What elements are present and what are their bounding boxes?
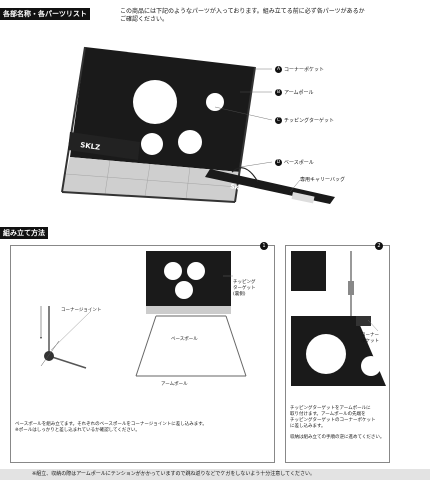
step1-label-c-line1: チッピング [233, 280, 256, 285]
step2-label: コーナー ポケット [361, 333, 379, 345]
step1-note-2: ※ポールはしっかりと差し込まれているか確認してください。 [15, 428, 140, 433]
step1-label-b: アームポール [161, 382, 188, 387]
brand-text: SKLZ [80, 141, 101, 152]
step2-label-line1: コーナー [361, 333, 379, 338]
label-a-text: コーナーポケット [284, 67, 325, 73]
step2-label-line2: ポケット [361, 339, 379, 344]
step-1-panel: 1 コーナージョイント チッピング ターゲット (裏側) ベースポール アームポ… [10, 242, 275, 463]
step2-note-4: に差し込みます。 [290, 424, 326, 429]
assembly-heading: 組み立て方法 [0, 227, 48, 239]
step1-note-1: ベースポールを組み立てます。それぞれのベースポールをコーナージョイントに差し込み… [15, 422, 207, 427]
step1-label-c: チッピング ターゲット (裏側) [233, 280, 256, 298]
step1-label-d: ベースポール [171, 337, 198, 342]
label-b-letter: B [275, 89, 282, 96]
carry-bag [205, 167, 335, 204]
step-2-panel: 2 コーナー ポケット チッピングターゲットをアームポールに 取り付けます。アー… [285, 242, 390, 463]
step2-note-2: 取り付けます。アームポールの先端を [290, 412, 366, 417]
label-b-text: アームポール [284, 90, 314, 96]
step-2-number: 2 [375, 242, 383, 250]
step1-label-c-line2: ターゲット [233, 286, 256, 291]
step2-note-5: 収納は組み立ての手順の逆に進めてください。 [290, 435, 385, 440]
step-1-number: 1 [260, 242, 268, 250]
parts-heading: 各部名称・各パーツリスト [0, 8, 90, 20]
step2-note-3: チッピングターゲットのコーナーポケット [290, 418, 376, 423]
chipping-net [61, 46, 256, 203]
label-d-letter: D [275, 159, 282, 166]
product-illustration: SKLZ SKLZ [61, 46, 335, 204]
step2-note-1: チッピングターゲットをアームポールに [290, 406, 371, 411]
label-bag: 専用キャリーバッグ [300, 177, 345, 183]
step1-label-c-line3: (裏側) [233, 292, 246, 297]
step1-note: ベースポールを組み立てます。それぞれのベースポールをコーナージョイントに差し込み… [15, 422, 273, 434]
step-1-diagram [39, 251, 247, 377]
parts-intro: この商品には下記のようなパーツが入っております。組み立てる前に必ず各パーツがある… [120, 8, 415, 24]
step-2-diagram [291, 251, 386, 386]
bag-brand-text: SKLZ [230, 183, 249, 194]
footer-warning: ※組立、収納の際はアームポールにテンションがかかっていますので跳ね返りなどでケガ… [0, 469, 430, 480]
intro-line-1: この商品には下記のようなパーツが入っております。組み立てる前に必ず各パーツがある… [120, 8, 365, 15]
step2-note: チッピングターゲットをアームポールに 取り付けます。アームポールの先端を チッピ… [290, 406, 390, 441]
label-c-letter: C [275, 117, 282, 124]
intro-line-2: ご確認ください。 [120, 16, 169, 23]
label-bag-text: 専用キャリーバッグ [300, 177, 345, 183]
label-a-letter: A [275, 66, 282, 73]
label-c-text: チッピングターゲット [284, 118, 335, 124]
corner-joint-label: コーナージョイント [61, 308, 102, 313]
label-d-text: ベースポール [284, 160, 314, 166]
